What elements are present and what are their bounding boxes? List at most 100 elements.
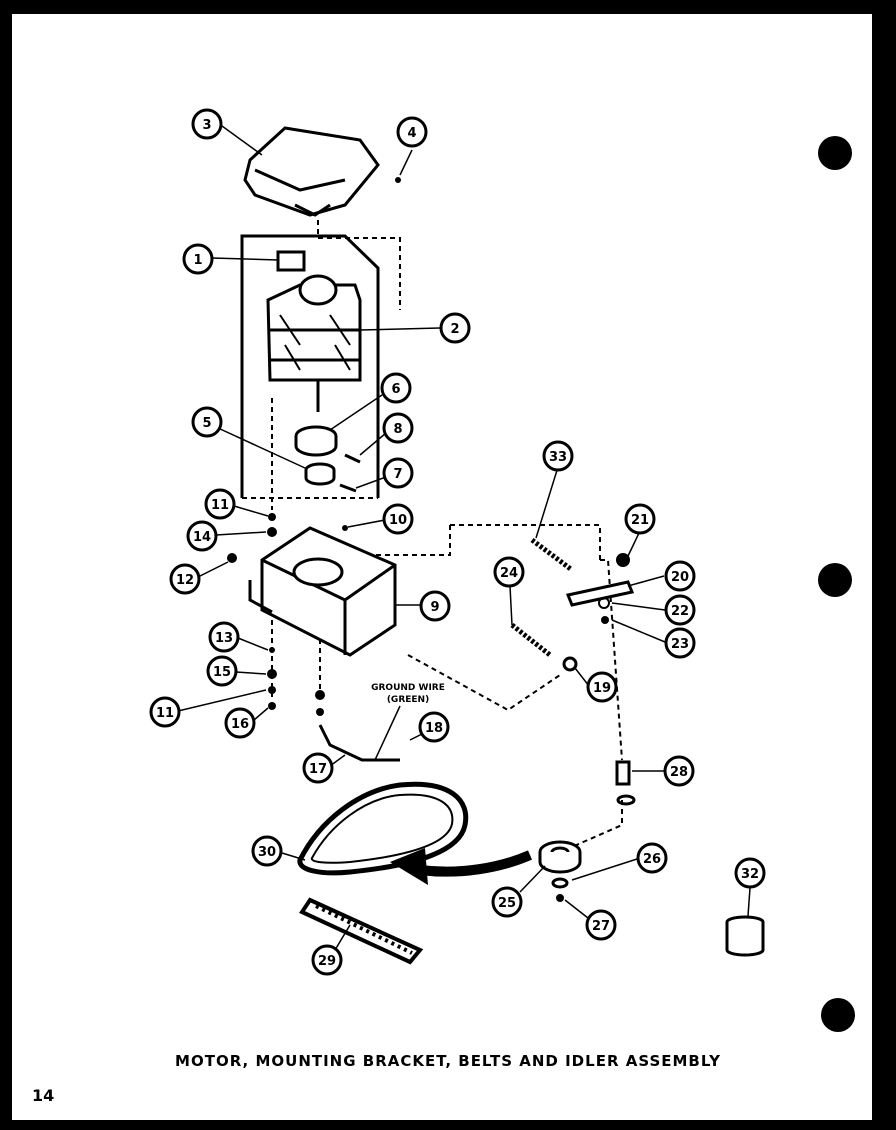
part-32-cylinder — [725, 915, 765, 957]
motor — [266, 250, 362, 412]
callout-11b: 11 — [149, 696, 181, 728]
callout-13: 13 — [208, 621, 240, 653]
callout-10: 10 — [382, 503, 414, 535]
washer — [551, 877, 569, 889]
svg-text:1: 1 — [193, 253, 202, 268]
svg-text:9: 9 — [430, 600, 439, 615]
belt-30-inner — [310, 793, 454, 864]
callout-32: 32 — [734, 857, 766, 889]
callout-3: 3 — [191, 108, 223, 140]
fastener — [315, 690, 325, 700]
binder-hole — [821, 998, 855, 1032]
idler-pulley — [538, 840, 582, 874]
spring — [530, 538, 574, 572]
fastener — [342, 525, 348, 531]
callout-5: 5 — [191, 406, 223, 438]
callout-20: 20 — [664, 560, 696, 592]
fastener — [268, 686, 276, 694]
svg-text:27: 27 — [592, 919, 610, 934]
callout-22: 22 — [664, 594, 696, 626]
nut — [616, 553, 630, 567]
callout-9: 9 — [419, 590, 451, 622]
svg-text:22: 22 — [671, 604, 689, 619]
direction-arrow — [419, 850, 532, 877]
bracket-clip — [562, 656, 578, 672]
idler-arm — [565, 580, 635, 607]
svg-text:21: 21 — [631, 513, 649, 528]
svg-text:7: 7 — [393, 467, 402, 482]
svg-text:28: 28 — [670, 765, 688, 780]
callout-26: 26 — [636, 842, 668, 874]
callout-6: 6 — [380, 372, 412, 404]
callout-27: 27 — [585, 909, 617, 941]
svg-text:6: 6 — [391, 382, 400, 397]
key — [339, 483, 357, 493]
svg-text:29: 29 — [318, 954, 336, 969]
fastener — [267, 669, 277, 679]
svg-text:18: 18 — [425, 721, 443, 736]
callout-24: 24 — [493, 556, 525, 588]
callout-4: 4 — [396, 116, 428, 148]
svg-text:23: 23 — [671, 637, 689, 652]
callout-28: 28 — [663, 755, 695, 787]
svg-text:2: 2 — [450, 322, 459, 337]
dashed-leaders — [242, 220, 623, 851]
svg-text:12: 12 — [176, 573, 194, 588]
callout-2: 2 — [439, 312, 471, 344]
svg-text:10: 10 — [389, 513, 407, 528]
washer — [598, 597, 610, 609]
callout-19: 19 — [586, 671, 618, 703]
page-number: 14 — [32, 1086, 55, 1105]
svg-text:17: 17 — [309, 762, 327, 777]
callout-11: 11 — [204, 488, 236, 520]
ground-wire-label-line1: GROUND WIRE — [371, 683, 445, 693]
svg-text:16: 16 — [231, 717, 249, 732]
fastener — [268, 513, 276, 521]
mounting-bracket — [248, 526, 397, 657]
fastener — [227, 553, 237, 563]
motor-cover — [243, 126, 380, 217]
callout-16: 16 — [224, 707, 256, 739]
svg-text:32: 32 — [741, 867, 759, 882]
callout-30: 30 — [251, 835, 283, 867]
bolt — [601, 616, 609, 624]
fastener — [267, 527, 277, 537]
belt-29 — [299, 897, 424, 965]
callout-25: 25 — [491, 886, 523, 918]
motor-box — [240, 234, 380, 498]
key — [344, 453, 361, 464]
svg-text:24: 24 — [500, 566, 518, 581]
leader-line — [374, 705, 401, 761]
callout-23: 23 — [664, 627, 696, 659]
callout-17: 17 — [302, 752, 334, 784]
motor-pulley-large — [294, 425, 338, 457]
retainer — [556, 894, 564, 902]
svg-text:33: 33 — [549, 450, 567, 465]
callout-12: 12 — [169, 563, 201, 595]
callout-7: 7 — [382, 457, 414, 489]
callout-8: 8 — [382, 412, 414, 444]
svg-text:25: 25 — [498, 896, 516, 911]
belt-30 — [297, 781, 469, 876]
callout-29: 29 — [311, 944, 343, 976]
fastener — [268, 702, 276, 710]
svg-text:19: 19 — [593, 681, 611, 696]
fastener — [316, 708, 324, 716]
spring — [510, 623, 552, 657]
callout-33: 33 — [542, 440, 574, 472]
motor-pulley-small — [304, 462, 336, 486]
binder-hole — [818, 136, 852, 170]
svg-text:3: 3 — [202, 118, 211, 133]
svg-text:5: 5 — [202, 416, 211, 431]
svg-text:13: 13 — [215, 631, 233, 646]
arrow-head — [390, 848, 428, 885]
svg-text:8: 8 — [393, 422, 402, 437]
callout-18: 18 — [418, 711, 450, 743]
svg-text:20: 20 — [671, 570, 689, 585]
fastener — [269, 647, 275, 653]
svg-text:30: 30 — [258, 845, 276, 860]
svg-text:26: 26 — [643, 852, 661, 867]
clip — [395, 177, 401, 183]
